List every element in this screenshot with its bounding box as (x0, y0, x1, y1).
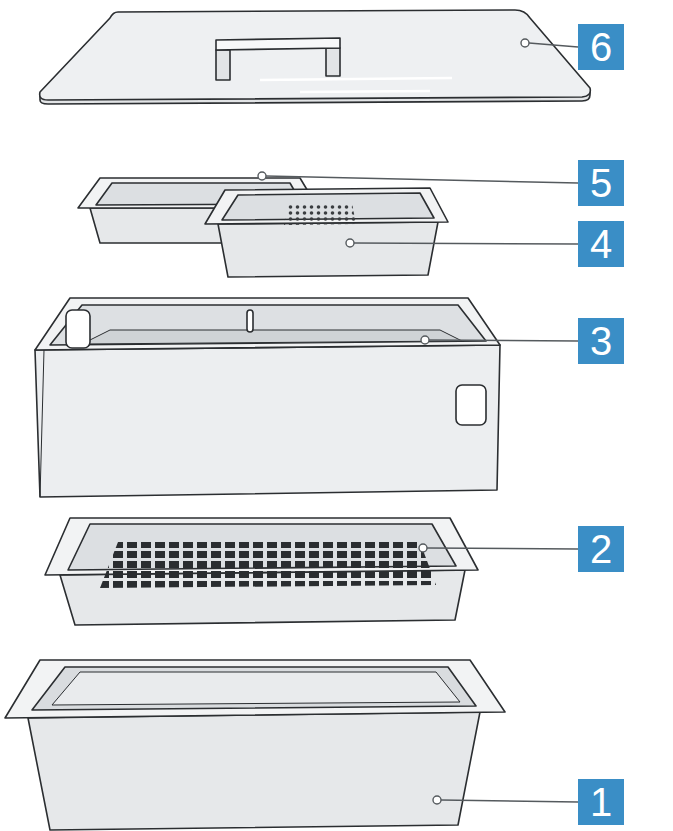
callout-number: 3 (578, 318, 624, 364)
callout-number: 6 (578, 24, 624, 70)
callout-number: 2 (578, 526, 624, 572)
callout-number: 1 (578, 779, 624, 825)
perforated-tray (45, 518, 478, 625)
lid (40, 10, 591, 104)
steam-container (35, 298, 500, 497)
small-perforated-tray (205, 188, 448, 277)
callout-number: 5 (578, 160, 624, 206)
universal-pan (5, 660, 505, 830)
callout-number: 4 (578, 221, 624, 267)
leader-lines (258, 39, 578, 804)
